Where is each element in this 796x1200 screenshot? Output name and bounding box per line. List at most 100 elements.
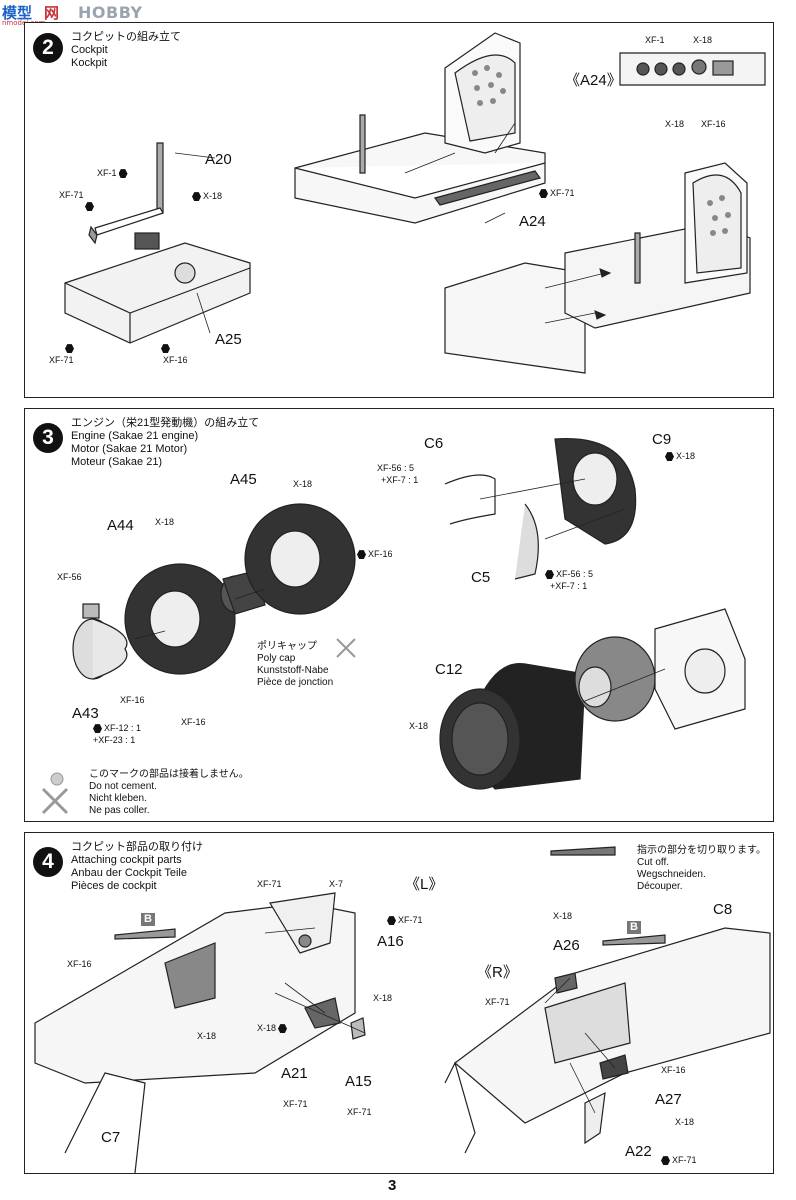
step-title: コクピットの組み立て Cockpit Kockpit bbox=[71, 31, 181, 70]
side-r-label: 《R》 bbox=[477, 964, 518, 981]
paint-hex-icon bbox=[357, 550, 366, 560]
step-number: 2 bbox=[33, 33, 63, 63]
paint-hex-icon bbox=[85, 202, 94, 212]
step-title: エンジン（栄21型発動機）の組み立て Engine (Sakae 21 engi… bbox=[71, 417, 259, 469]
part-c6-label: C6 bbox=[424, 435, 444, 452]
paint-xf71-b-text: XF-71 bbox=[49, 355, 74, 365]
title-en: Engine (Sakae 21 engine) bbox=[71, 430, 199, 442]
paint-hex-icon bbox=[278, 1024, 288, 1034]
paint-x18-b: X-18 bbox=[155, 517, 175, 527]
paint-mix1-b: +XF-23 : 1 bbox=[93, 735, 136, 745]
paint-xf1-b: XF-1 bbox=[645, 35, 665, 45]
paint-hex-icon bbox=[539, 189, 548, 199]
watermark-logo: 模型 bbox=[2, 4, 33, 22]
paint-hex-icon bbox=[161, 344, 170, 354]
page-number: 3 bbox=[388, 1177, 397, 1194]
paint-xf71-a: XF-71 bbox=[257, 879, 282, 889]
no-cement-note: このマークの部品は接着しません。 Do not cement. Nicht kl… bbox=[89, 769, 249, 817]
paint-x7: X-7 bbox=[329, 879, 344, 889]
part-a44-label: A44 bbox=[107, 517, 134, 534]
paint-xf16-b: XF-16 bbox=[120, 695, 145, 705]
paint-xf16-a: XF-16 bbox=[355, 549, 393, 560]
title-de: Motor (Sakae 21 Motor) bbox=[71, 443, 188, 455]
paint-x18-c: X-18 bbox=[665, 119, 685, 129]
paint-mix2-a: XF-56 : 5 bbox=[377, 463, 415, 473]
cutoff-fr: Découper. bbox=[637, 881, 683, 892]
watermark-logo-2: 网 bbox=[44, 4, 60, 22]
cockpit-fuselage-drawing bbox=[34, 846, 771, 1173]
part-a22-label: A22 bbox=[625, 1143, 652, 1160]
paint-xf16-b: XF-16 bbox=[701, 119, 726, 129]
watermark: 模型 网 HOBBY SEARCH nmodel.com bbox=[0, 0, 170, 41]
title-jp: エンジン（栄21型発動機）の組み立て bbox=[71, 417, 260, 429]
paint-x18-b: X-18 bbox=[257, 1023, 289, 1034]
title-de: Kockpit bbox=[71, 57, 108, 69]
paint-xf71-e: XF-71 bbox=[485, 997, 510, 1007]
paint-xf16-b: XF-16 bbox=[661, 1065, 686, 1075]
part-a20-label: A20 bbox=[205, 151, 232, 168]
badge-b-right: B bbox=[627, 921, 641, 934]
engine-assembly-drawing bbox=[41, 437, 746, 815]
step-3-panel: 3 エンジン（栄21型発動機）の組み立て Engine (Sakae 21 en… bbox=[24, 408, 774, 822]
title-en: Attaching cockpit parts bbox=[71, 854, 182, 866]
title-de: Anbau der Cockpit Teile bbox=[71, 867, 187, 879]
cutoff-en: Cut off. bbox=[637, 857, 670, 868]
part-c9-label: C9 bbox=[652, 431, 672, 448]
paint-xf56: XF-56 bbox=[57, 572, 82, 582]
nocement-de: Nicht kleben. bbox=[89, 793, 147, 804]
paint-xf16-c: XF-16 bbox=[181, 717, 206, 727]
part-c5-label: C5 bbox=[471, 569, 491, 586]
cut-off-note: 指示の部分を切り取ります。 Cut off. Wegschneiden. Déc… bbox=[637, 845, 766, 893]
paint-x18-b: X-18 bbox=[693, 35, 713, 45]
polycap-jp: ポリキャップ bbox=[257, 641, 317, 652]
step-4-panel: 4 コクピット部品の取り付け Attaching cockpit parts A… bbox=[24, 832, 774, 1174]
cutoff-de: Wegschneiden. bbox=[637, 869, 706, 880]
paint-hex-icon bbox=[545, 570, 554, 580]
paint-hex-icon bbox=[93, 724, 102, 734]
part-c12-label: C12 bbox=[435, 661, 463, 678]
paint-mix3-a: XF-56 : 5 bbox=[543, 569, 593, 580]
paint-x18-c: X-18 bbox=[373, 993, 393, 1003]
polycap-de: Kunststoff-Nabe bbox=[257, 665, 329, 676]
paint-xf71-b: XF-71 bbox=[385, 915, 423, 926]
part-a45-label: A45 bbox=[230, 471, 257, 488]
paint-xf16-text: XF-16 bbox=[163, 355, 188, 365]
cutoff-jp: 指示の部分を切り取ります。 bbox=[637, 845, 766, 856]
paint-xf71-d: XF-71 bbox=[347, 1107, 372, 1117]
step-number: 4 bbox=[33, 847, 63, 877]
paint-x18-d: X-18 bbox=[553, 911, 573, 921]
part-a24-label: A24 bbox=[519, 213, 546, 230]
paint-mix2-b: +XF-7 : 1 bbox=[381, 475, 419, 485]
paint-x18-c: X-18 bbox=[663, 451, 695, 462]
paint-hex-icon bbox=[665, 452, 674, 462]
part-a25-label: A25 bbox=[215, 331, 242, 348]
polycap-note: ポリキャップ Poly cap Kunststoff-Nabe Pièce de… bbox=[257, 641, 333, 689]
paint-hex-icon bbox=[387, 916, 396, 926]
part-a27-label: A27 bbox=[655, 1091, 682, 1108]
paint-hex-icon bbox=[192, 192, 201, 202]
polycap-en: Poly cap bbox=[257, 653, 296, 664]
paint-x18-a: X-18 bbox=[293, 479, 313, 489]
part-a26-label: A26 bbox=[553, 937, 580, 954]
title-jp: コクピット部品の取り付け bbox=[71, 841, 203, 853]
paint-hex-icon bbox=[65, 344, 74, 354]
paint-xf71-f: XF-71 bbox=[659, 1155, 697, 1166]
paint-x18-e: X-18 bbox=[675, 1117, 695, 1127]
paint-xf16-a: XF-16 bbox=[67, 959, 92, 969]
nocement-jp: このマークの部品は接着しません。 bbox=[89, 769, 249, 780]
paint-xf16 bbox=[159, 343, 172, 354]
step-number: 3 bbox=[33, 423, 63, 453]
step-title: コクピット部品の取り付け Attaching cockpit parts Anb… bbox=[71, 841, 203, 893]
side-l-label: 《L》 bbox=[405, 876, 444, 893]
part-a16-label: A16 bbox=[377, 933, 404, 950]
paint-mix3-b: +XF-7 : 1 bbox=[550, 581, 588, 591]
part-c8-label: C8 bbox=[713, 901, 733, 918]
polycap-fr: Pièce de jonction bbox=[257, 677, 334, 688]
title-fr: Moteur (Sakae 21) bbox=[71, 456, 163, 468]
paint-xf71-a: XF-71 bbox=[59, 190, 84, 200]
step-2-panel: 2 コクピットの組み立て Cockpit Kockpit bbox=[24, 22, 774, 398]
badge-b-left: B bbox=[141, 913, 155, 926]
part-a21-label: A21 bbox=[281, 1065, 308, 1082]
paint-xf1: XF-1 bbox=[97, 168, 130, 179]
title-en: Cockpit bbox=[71, 44, 108, 56]
